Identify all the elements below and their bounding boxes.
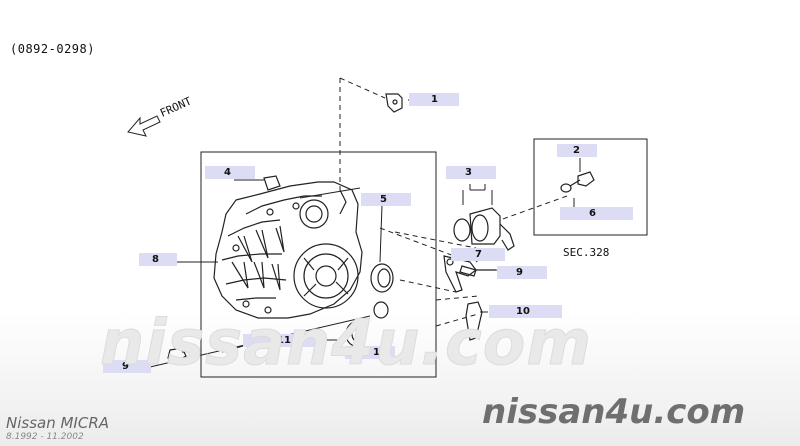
leader-lines-dashed — [339, 77, 568, 327]
part-7-lock-plate — [443, 255, 477, 293]
callout-10[interactable]: 10 — [489, 305, 562, 318]
center-watermark: nissan4u.com — [100, 306, 592, 380]
site-brand-watermark: nissan4u.com — [482, 392, 746, 432]
section-reference: SEC.328 — [563, 246, 610, 259]
front-arrow-icon — [127, 115, 161, 137]
callout-1[interactable]: 1 — [409, 93, 459, 106]
callout-12[interactable]: 12 — [345, 346, 395, 359]
production-years: 8.1992 - 11.2002 — [6, 432, 84, 442]
part-2-bolt — [560, 171, 595, 193]
part-1-bracket — [385, 93, 403, 113]
callout-2[interactable]: 2 — [557, 144, 597, 157]
callout-9-lower[interactable]: 9 — [103, 360, 151, 373]
part-10-clip — [465, 301, 483, 341]
callout-3[interactable]: 3 — [446, 166, 496, 179]
part-4-bracket — [263, 175, 281, 191]
part-9-lower-bolt — [167, 347, 197, 363]
period-code: (0892-0298) — [10, 42, 95, 56]
callout-8[interactable]: 8 — [139, 253, 177, 266]
callout-9[interactable]: 9 — [497, 266, 547, 279]
part-9-bolt — [459, 265, 496, 277]
callout-6[interactable]: 6 — [560, 207, 633, 220]
main-assembly-frame — [200, 151, 437, 378]
callout-11[interactable]: 11 — [243, 334, 325, 347]
vehicle-model: Nissan MICRA — [6, 414, 110, 432]
transmission-case-housing — [213, 181, 363, 319]
callout-5[interactable]: 5 — [361, 193, 411, 206]
callout-7[interactable]: 7 — [451, 248, 505, 261]
part-5-oil-seal — [370, 263, 394, 293]
section-328-frame — [533, 138, 648, 236]
part-12-cap — [373, 301, 389, 319]
callout-4[interactable]: 4 — [205, 166, 255, 179]
part-3-speedometer-pinion — [453, 207, 515, 251]
